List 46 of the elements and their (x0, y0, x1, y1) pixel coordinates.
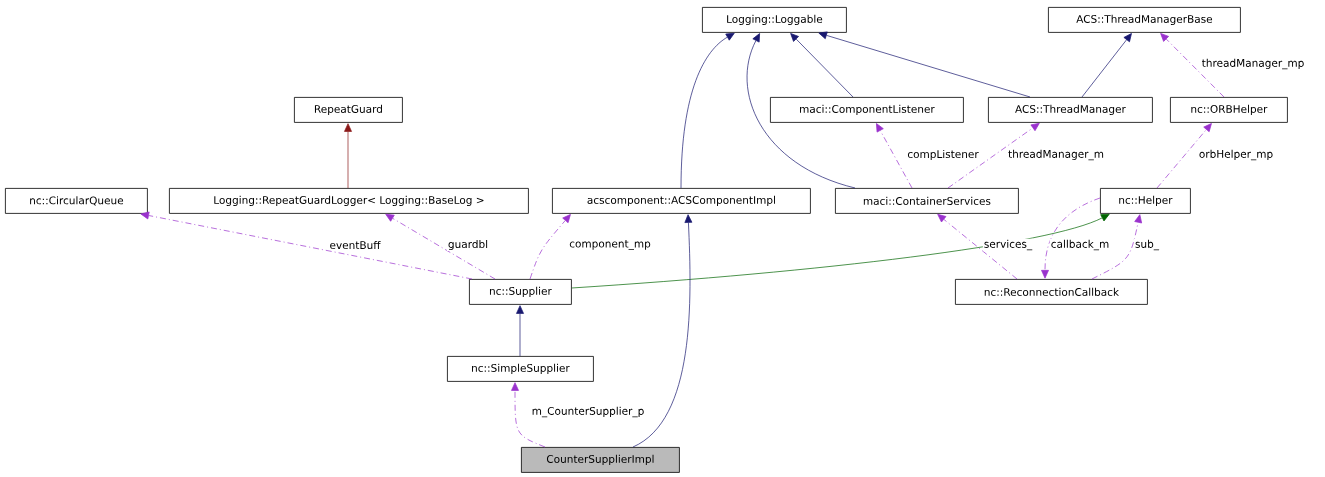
arrow (1081, 33, 1132, 98)
edge-label: threadManager_mp (1200, 57, 1306, 71)
class-box: nc::Supplier (469, 279, 572, 305)
class-box: CounterSupplierImpl (521, 447, 680, 473)
arrow (818, 31, 1031, 98)
arrow (790, 33, 854, 98)
class-box: ACS::ThreadManagerBase (1048, 7, 1241, 33)
edge-label: callback_m (1049, 238, 1111, 252)
class-box: Logging::Loggable (702, 7, 847, 33)
class-box: Logging::RepeatGuardLogger< Logging::BaseLog > (169, 188, 529, 214)
arrow (344, 123, 352, 189)
arrow (1156, 123, 1212, 189)
class-box: ACS::ThreadManager (988, 97, 1153, 123)
arrow (516, 305, 524, 357)
edge-label: threadManager_m (1007, 148, 1105, 162)
edge-label: guardbl (446, 238, 490, 252)
class-box: nc::CircularQueue (5, 188, 148, 214)
edge-label: orbHelper_mp (1197, 148, 1275, 162)
edge-label: compListener (906, 148, 980, 162)
arrow (511, 382, 546, 448)
edge-label: m_CounterSupplier_p (530, 405, 646, 419)
arrow (385, 213, 496, 280)
class-box: maci::ContainerServices (835, 188, 1019, 214)
class-box: acscomponent::ACSComponentImpl (552, 188, 811, 214)
arrow (1160, 33, 1225, 98)
edge-label: services_ (982, 238, 1034, 252)
edge-label: component_mp (568, 239, 652, 251)
class-box: maci::ComponentListener (770, 97, 964, 123)
arrow (571, 213, 1110, 289)
arrow (876, 123, 913, 189)
arrow (947, 122, 1040, 189)
arrow (1091, 214, 1142, 280)
class-box: nc::SimpleSupplier (447, 356, 594, 382)
arrow (1041, 197, 1101, 279)
arrow (529, 214, 571, 280)
arrow (680, 32, 735, 189)
edge-label: eventBuff (328, 239, 382, 251)
class-box: nc::Helper (1100, 188, 1191, 214)
arrow (632, 214, 693, 448)
class-box: nc::ORBHelper (1170, 97, 1288, 123)
arrow (140, 211, 473, 280)
edge-label: sub_ (1134, 238, 1161, 252)
class-box: nc::ReconnectionCallback (955, 279, 1148, 305)
class-box: RepeatGuard (294, 97, 403, 123)
arrow (937, 214, 1018, 280)
arrow (746, 33, 856, 189)
